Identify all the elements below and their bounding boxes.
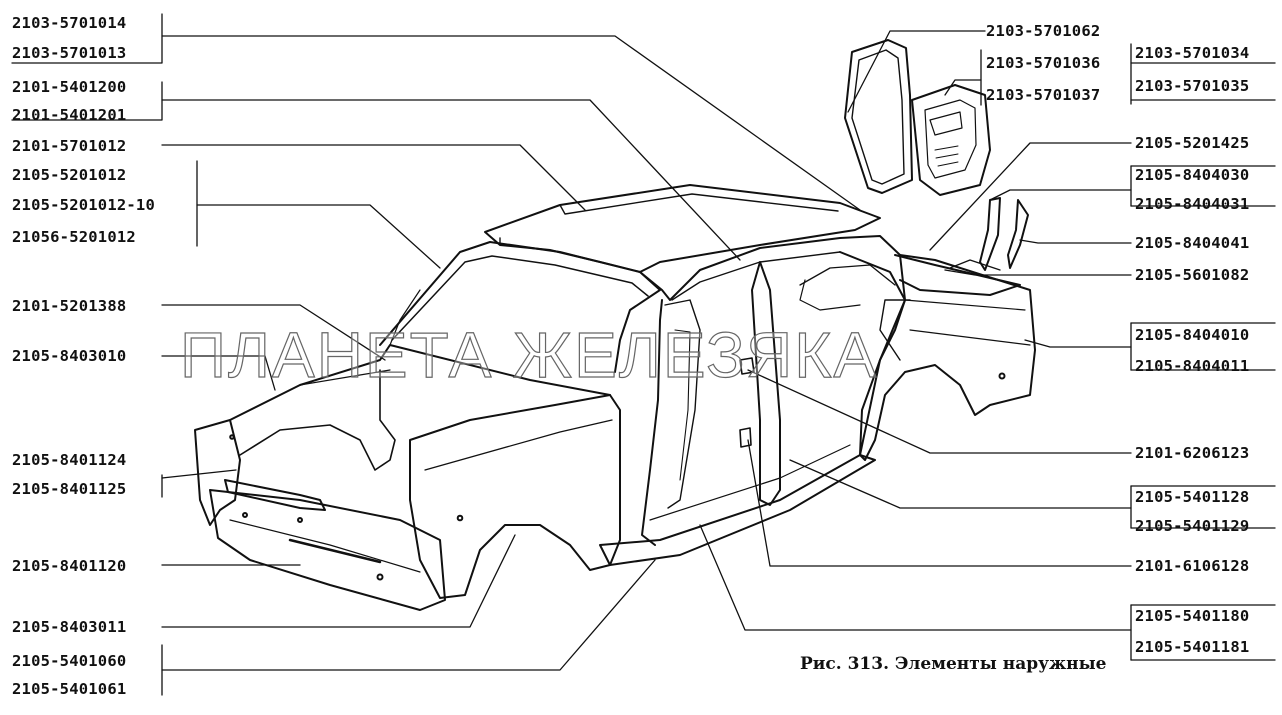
part-number-2105-8404011: 2105-8404011 bbox=[1135, 357, 1250, 375]
leader-lines bbox=[11, 13, 1276, 696]
part-number-2105-8401125: 2105-8401125 bbox=[12, 480, 127, 498]
part-number-2105-8404031: 2105-8404031 bbox=[1135, 195, 1250, 213]
part-number-2101-6206123: 2101-6206123 bbox=[1135, 444, 1250, 462]
car-body bbox=[194, 39, 1036, 611]
part-number-2105-5401061: 2105-5401061 bbox=[12, 680, 127, 698]
part-number-2101-5701012: 2101-5701012 bbox=[12, 137, 127, 155]
front-door-frame bbox=[639, 235, 901, 301]
part-number-2101-6106128: 2101-6106128 bbox=[1135, 557, 1250, 575]
part-number-2105-8401124: 2105-8401124 bbox=[12, 451, 127, 469]
b-pillar bbox=[751, 261, 781, 506]
hinge-plate-upper bbox=[739, 357, 755, 375]
part-number-2103-5701062: 2103-5701062 bbox=[986, 22, 1101, 40]
part-number-2103-5701013: 2103-5701013 bbox=[12, 44, 127, 62]
part-number-2105-8404010: 2105-8404010 bbox=[1135, 326, 1250, 344]
part-number-2105-8403011: 2105-8403011 bbox=[12, 618, 127, 636]
part-number-2103-5701014: 2103-5701014 bbox=[12, 14, 127, 32]
part-number-2105-5201012: 2105-5201012 bbox=[12, 166, 127, 184]
part-number-2105-8404030: 2105-8404030 bbox=[1135, 166, 1250, 184]
part-number-2103-5701035: 2103-5701035 bbox=[1135, 77, 1250, 95]
hinge-plate-lower bbox=[739, 427, 752, 448]
rear-window-seal bbox=[844, 39, 913, 194]
figure-caption: Рис. 313. Элементы наружные bbox=[800, 654, 1107, 674]
part-number-2105-8401120: 2105-8401120 bbox=[12, 557, 127, 575]
part-number-2105-8403010: 2105-8403010 bbox=[12, 347, 127, 365]
front-fender bbox=[409, 394, 621, 599]
part-number-2105-5201425: 2105-5201425 bbox=[1135, 134, 1250, 152]
rear-quarter bbox=[859, 254, 1036, 461]
part-number-2105-5601082: 2105-5601082 bbox=[1135, 266, 1250, 284]
part-number-2101-5401200: 2101-5401200 bbox=[12, 78, 127, 96]
part-number-2105-8404041: 2105-8404041 bbox=[1135, 234, 1250, 252]
part-number-2101-5201388: 2101-5201388 bbox=[12, 297, 127, 315]
front-apron bbox=[194, 419, 241, 526]
trunk-opening bbox=[894, 254, 1021, 296]
engine-bay bbox=[229, 344, 611, 421]
part-number-2105-5401129: 2105-5401129 bbox=[1135, 517, 1250, 535]
front-panel bbox=[209, 489, 446, 611]
part-number-2101-5401201: 2101-5401201 bbox=[12, 106, 127, 124]
radiator-crossmember bbox=[224, 479, 326, 511]
sill bbox=[599, 454, 876, 566]
part-number-2103-5701037: 2103-5701037 bbox=[986, 86, 1101, 104]
part-number-2103-5701034: 2103-5701034 bbox=[1135, 44, 1250, 62]
watermark-text: ПЛАНЕТА ЖЕЛЕЗЯКА bbox=[179, 318, 879, 391]
rear-trim-right bbox=[1007, 199, 1029, 269]
part-number-2105-5401060: 2105-5401060 bbox=[12, 652, 127, 670]
part-number-21056-5201012: 21056-5201012 bbox=[12, 228, 136, 246]
rear-trim-left bbox=[979, 197, 1001, 271]
part-number-2105-5201012-10: 2105-5201012-10 bbox=[12, 196, 155, 214]
rear-vent-grille bbox=[911, 84, 991, 196]
part-number-2105-5401128: 2105-5401128 bbox=[1135, 488, 1250, 506]
part-number-2103-5701036: 2103-5701036 bbox=[986, 54, 1101, 72]
part-number-2105-5401180: 2105-5401180 bbox=[1135, 607, 1250, 625]
part-number-2105-5401181: 2105-5401181 bbox=[1135, 638, 1250, 656]
